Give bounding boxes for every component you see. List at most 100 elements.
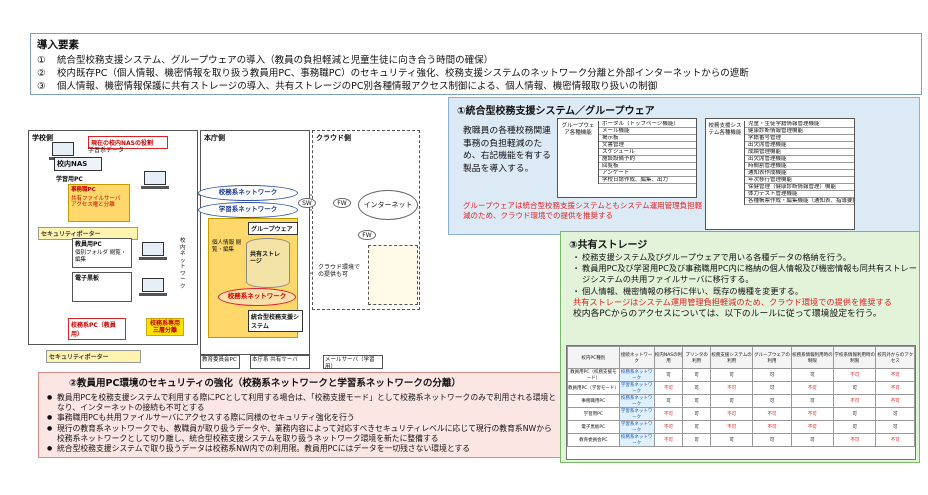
function-item: 体力テスト管理機能 — [745, 191, 854, 198]
support-function-list: 児童・生徒学籍情報管理機能健康診断情報管理機能学籍番号管理出欠席管理機能成績管理… — [744, 121, 854, 205]
table-cell: 不可 — [875, 433, 915, 447]
function-item: メール機能 — [599, 128, 696, 135]
table-header: 校務支援システムの利用 — [709, 346, 754, 369]
table-header: グループウェアの利用 — [752, 346, 792, 369]
function-item: 健康診断情報管理機能 — [745, 128, 854, 135]
network-diagram: 学校側 本庁側 クラウド側 現在の校内NASの役割 学習系データ 校内NAS 学… — [28, 130, 420, 370]
table-cell: 可 — [833, 381, 877, 395]
requirements-title: 導入要素 — [37, 39, 79, 51]
function-item: ポータル（トップページ機能） — [599, 121, 696, 128]
panel1-description: 教職員の各種校務関連事務の負担軽減のため、右記機能を有する製品を導入する。 — [463, 126, 551, 174]
groupware-function-table: グループウェア各種機能 ポータル（トップページ機能）メール機能掲示板文書管理スケ… — [557, 118, 697, 198]
red-label-bottom: 校務系PC（教員用） — [68, 318, 126, 340]
table-body: 教員用PC（校務支援モード）校務系ネットワーク可可可可可不可不可教員用PC（学習… — [567, 368, 915, 447]
list-item: 個人情報、機密情報の移行に伴い、既存の機種を変更する。 — [572, 286, 918, 297]
table-cell: 可 — [682, 433, 711, 447]
panel3-title: ③共有ストレージ — [569, 240, 648, 251]
firewall: FW — [333, 198, 351, 208]
table-cell: 不可 — [709, 420, 754, 434]
function-item: 時間割管理機能 — [745, 163, 854, 170]
table-cell: 可 — [709, 394, 754, 408]
table-cell: 教員用PC（学習モード） — [567, 381, 620, 395]
function-item: 文書管理 — [599, 142, 696, 149]
table-cell: 不可 — [790, 407, 835, 421]
table-cell: 可 — [682, 394, 711, 408]
table-cell: 不可 — [653, 420, 684, 434]
panel1-note: グループウェアは統合型校務支援システムともシステム運用管理負担軽減のため、クラウ… — [463, 201, 703, 220]
groupware: グループウェア — [248, 222, 298, 235]
table-cell: 不可 — [833, 368, 877, 382]
yellow-label: 校務系専用 三層分離 — [146, 318, 184, 336]
switch: SW — [298, 198, 316, 208]
function-item: 各種帳票作成・編集機能（通知表、指導要録、調査書、日誌帳） — [745, 198, 854, 205]
clerk-pc-block: 事務職PC 共有ファイルサーバ アクセス権と分離 — [68, 184, 130, 222]
function-item: アンケート — [599, 170, 696, 177]
table-cell: 可 — [833, 407, 877, 421]
table-cell: 教員用PC（校務支援モード） — [567, 368, 620, 382]
security-label: セキュリティポーター — [46, 350, 141, 363]
table-cell: 可 — [752, 394, 792, 408]
business-network: 校務系ネットワーク — [198, 185, 298, 201]
table-header: 校内外からのアクセス — [875, 346, 915, 369]
function-item: 掲示板 — [599, 135, 696, 142]
main-file-server: 本庁系 共有サーバ — [250, 355, 310, 369]
list-item: 統合型校務支援システムで取り扱うデータは校務系NW内での利用限。教員用PCにはデ… — [47, 444, 557, 454]
table-cell: 可 — [709, 368, 754, 382]
table-cell: 校務系ネットワーク — [618, 394, 655, 408]
panel1-title: ①統合型校務支援システム／グループウェア — [457, 106, 655, 117]
table-cell: 可 — [752, 433, 792, 447]
list-item: 教員用PCを校務支援システムで利用する際にPCとして利用する場合は、「校務支援モ… — [47, 393, 557, 413]
table-cell: 可 — [790, 368, 835, 382]
table-cell: 不可 — [709, 407, 754, 421]
table-cell: 事務職用PC — [567, 394, 620, 408]
table-cell: 可 — [833, 420, 877, 434]
table-cell: 学習系ネットワーク — [618, 381, 655, 395]
panel3-rule: 校内各PCからのアクセスについては、以下のルールに従って環境設定を行う。 — [573, 309, 882, 320]
panel3-body: 校務支援システム及びグループウェアで用いる各種データの格納を行う。 教員用PC及… — [572, 252, 918, 320]
storage-cylinder: 共有ストレージ — [246, 238, 290, 288]
table-cell: 不可 — [653, 407, 684, 421]
table-cell: 可 — [790, 394, 835, 408]
function-item: 施設設備予約 — [599, 156, 696, 163]
learning-network: 学習系ネットワーク — [198, 202, 298, 218]
vertical-label: 校内ネットワーク — [180, 238, 186, 290]
table-header: 校務系情報利用時の制限 — [790, 346, 835, 369]
mail-server: メールサーバ（学習用） — [323, 355, 383, 370]
panel2-list: 教員用PCを校務支援システムで利用する際にPCとして利用する場合は、「校務支援モ… — [47, 393, 557, 454]
panel2-title: ②教員用PC環境のセキュリティの強化（校務系ネットワークと学習系ネットワークの分… — [69, 378, 461, 389]
laptop-icon — [141, 171, 169, 189]
table-cell: 可 — [682, 381, 711, 395]
student-pc-label: 学習用PC — [56, 176, 83, 183]
table-cell: 不可 — [833, 433, 877, 447]
table-cell: 不可 — [875, 381, 915, 395]
internet-cloud: インターネット — [358, 190, 418, 220]
table-header: 校内NASの利用 — [653, 346, 684, 369]
table-header-row: 校内PC種別接続ネットワーク校内NASの利用プリンタの利用校務支援システムの利用… — [567, 346, 915, 369]
function-item: 通知表作成機能 — [745, 170, 854, 177]
function-item: 児童・生徒学籍情報管理機能 — [745, 121, 854, 128]
panel3-red-note: 共有ストレージはシステム運用管理負担軽減のため、クラウド環境での提供を推奨する — [573, 296, 892, 307]
table-cell: 可 — [682, 368, 711, 382]
cloud-servers — [368, 245, 418, 305]
firewall: FW — [358, 230, 376, 240]
function-item: 出欠席管理機能 — [745, 156, 854, 163]
shared-storage-panel: ③共有ストレージ 校務支援システム及びグループウェアで用いる各種データの格納を行… — [560, 231, 920, 463]
table-cell: 不可 — [875, 368, 915, 382]
table-cell: 可 — [875, 407, 915, 421]
function-item: 成績管理機能 — [745, 149, 854, 156]
table-row: 教員用PC（校務支援モード）校務系ネットワーク可可可可可不可不可 — [567, 368, 915, 382]
table-row: 教員用PC（学習モード）学習系ネットワーク不可可不可可不可可不可 — [567, 381, 915, 395]
school-support-system: 統合型校務支援システム — [248, 310, 303, 332]
table-cell: 不可 — [653, 381, 684, 395]
table-header: 接続ネットワーク — [618, 346, 655, 369]
eboard-box: 電子黒板 — [72, 272, 132, 302]
table-cell: 校務系ネットワーク — [618, 433, 655, 447]
